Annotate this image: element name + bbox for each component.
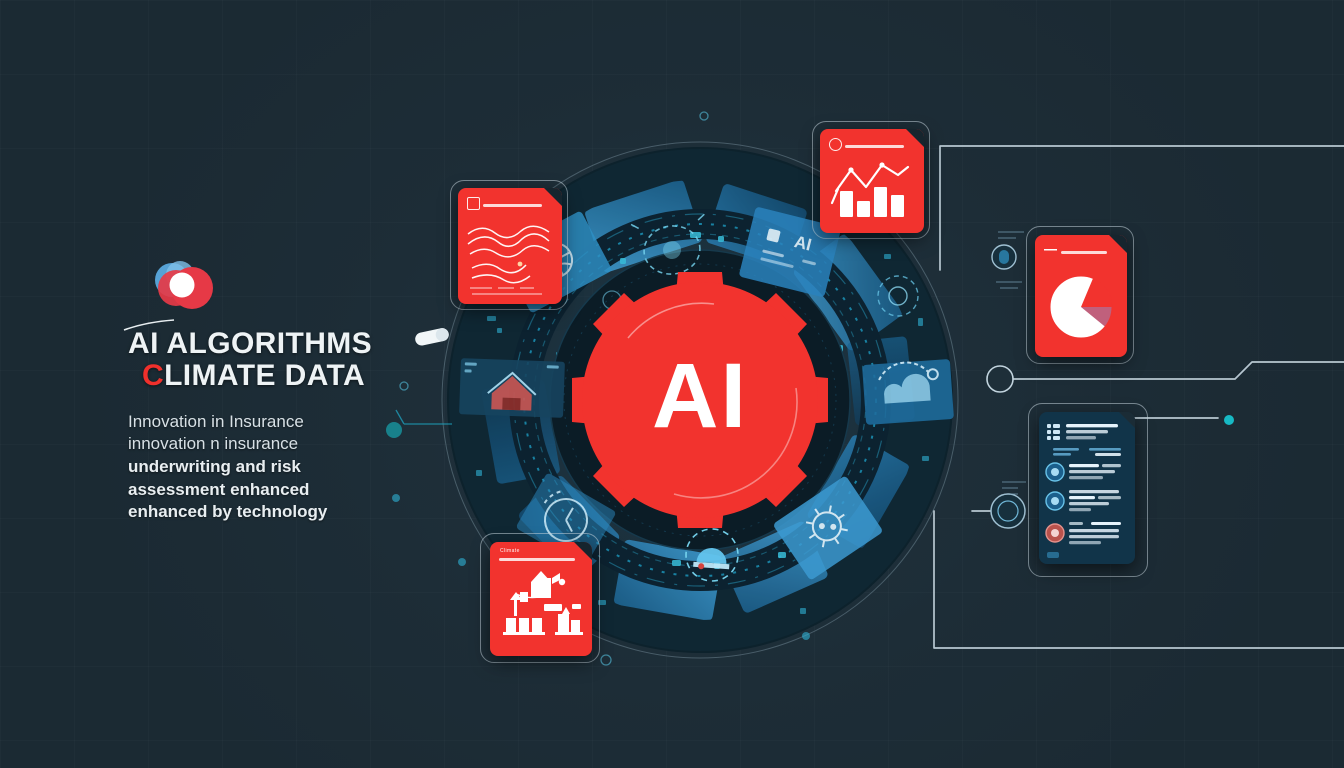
connector-bottom-right <box>933 510 1344 649</box>
card-header: Climate <box>499 548 575 564</box>
capsule-pill-icon <box>415 328 449 346</box>
subtitle-line: assessment enhanced <box>128 479 310 499</box>
city-industry-icon <box>503 571 583 635</box>
list-item <box>1047 424 1118 440</box>
terminal-dot <box>1224 415 1234 425</box>
title-accent-letter: C <box>142 359 165 393</box>
urban-card-body[interactable]: Climate <box>490 542 592 656</box>
analytics-card-body[interactable] <box>820 129 924 233</box>
list-item <box>1045 490 1121 512</box>
card-tag-icon <box>1044 244 1057 255</box>
weather-card-body[interactable] <box>458 188 562 304</box>
hub-node-report-inner <box>997 500 1019 522</box>
svg-text:AI: AI <box>792 232 813 255</box>
analytics-chart-document[interactable] <box>812 121 930 239</box>
title-underline-swoosh <box>123 319 175 331</box>
card-header <box>467 197 542 210</box>
gear-icon[interactable] <box>572 272 828 528</box>
list-item <box>1045 462 1121 482</box>
hub-micro-chips <box>392 111 929 666</box>
branding-block: AI ALGORITHMS CLIMATE DATA Innovation in… <box>123 258 428 524</box>
bar-line-chart-icon <box>830 162 910 217</box>
hub-segment-panels: AI <box>459 207 954 582</box>
pie-chart-document[interactable] <box>1026 226 1134 364</box>
document-list-icon <box>1045 424 1121 558</box>
risk-report-document[interactable] <box>1028 403 1148 577</box>
card-tag-icon <box>467 197 480 210</box>
overlapping-circles-logo <box>142 258 226 314</box>
hub-node-report <box>990 493 1026 529</box>
page-fold <box>906 129 924 147</box>
hub-node-right <box>986 365 1014 393</box>
title-secondary-rest: LIMATE DATA <box>164 359 366 393</box>
page-fold <box>1119 412 1135 428</box>
gear-label: AI <box>652 345 748 447</box>
card-tag-icon <box>829 138 842 151</box>
card-header <box>829 138 904 151</box>
subtitle-block: Innovation in Insurance innovation n ins… <box>128 411 428 524</box>
pie-chart-icon <box>1049 275 1113 339</box>
card-header <box>1044 244 1107 257</box>
pie-card-body[interactable] <box>1035 235 1127 357</box>
page-fold <box>544 188 562 206</box>
card-header-caption: Climate <box>500 548 520 554</box>
subtitle-line: enhanced by technology <box>128 502 328 522</box>
subtitle-line: underwriting and risk <box>128 457 301 476</box>
report-card-body[interactable] <box>1039 412 1135 564</box>
subtitle-line: Innovation in Insurance <box>128 411 304 431</box>
title-line-secondary: CLIMATE DATA <box>142 360 428 392</box>
subtitle-line: innovation n insurance <box>128 434 299 454</box>
page-fold <box>574 542 592 560</box>
connector-top-right <box>939 145 1344 271</box>
list-item <box>1045 522 1121 545</box>
wave-contour-map-icon <box>467 225 550 295</box>
page-fold <box>1109 235 1127 253</box>
title-line-primary: AI ALGORITHMS <box>128 327 373 360</box>
connector-mid-right <box>1012 361 1344 380</box>
page-title: AI ALGORITHMS CLIMATE DATA <box>123 319 428 393</box>
hub-node-pie-glyph <box>999 250 1009 264</box>
